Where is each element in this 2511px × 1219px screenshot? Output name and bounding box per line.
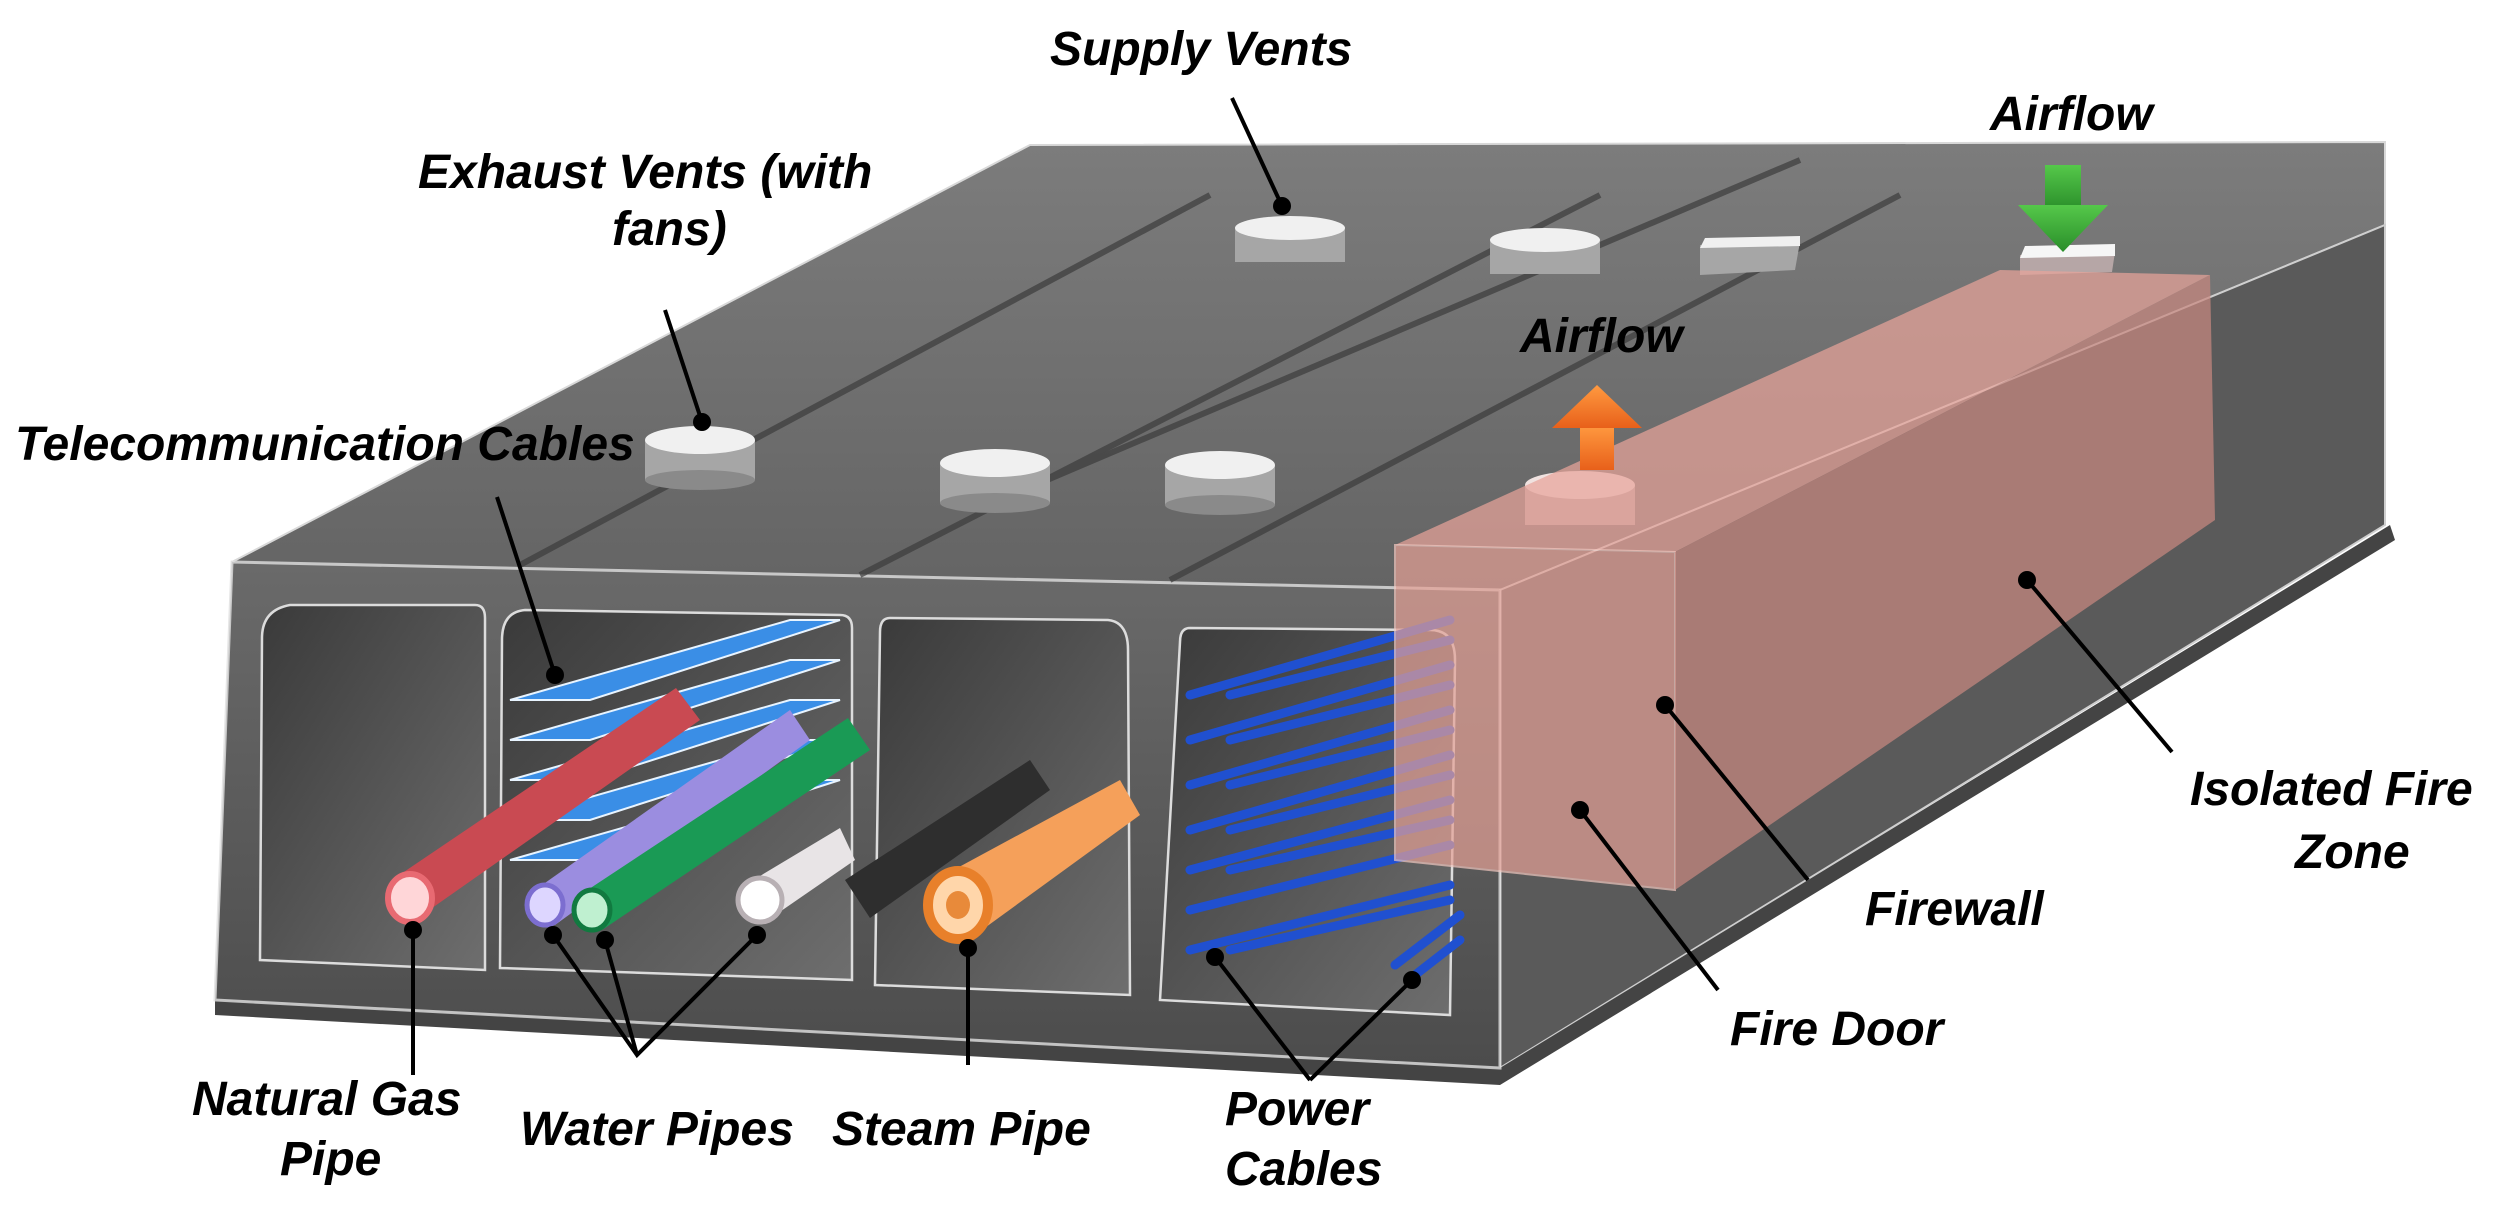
label-isolated-fire-zone-line2: Zone — [2293, 826, 2410, 879]
natural-gas-pipe — [385, 688, 700, 925]
label-supply-vents: Supply Vents — [1050, 23, 1352, 76]
label-natural-gas-pipe-line2: Pipe — [280, 1133, 381, 1186]
water-pipe-purple — [524, 710, 810, 928]
compartment-gas — [258, 603, 487, 972]
tunnel-base — [215, 525, 2395, 1085]
label-steam-pipe: Steam Pipe — [832, 1103, 1091, 1156]
dark-pipe — [845, 760, 1050, 918]
label-firewall: Firewall — [1865, 883, 2045, 936]
arrow-down-icon — [2018, 165, 2108, 252]
supply-vent-4 — [2020, 244, 2115, 275]
label-water-pipes: Water Pipes — [520, 1103, 794, 1156]
label-fire-door: Fire Door — [1730, 1003, 1946, 1056]
pipes — [385, 688, 1140, 944]
labels: Supply Vents Exhaust Vents (with fans) T… — [15, 23, 2473, 1196]
exhaust-vent-2 — [940, 449, 1050, 513]
leader-dots — [404, 197, 2036, 989]
isolated-fire-zone — [1394, 270, 2215, 892]
label-exhaust-vents-line1: Exhaust Vents (with — [418, 146, 872, 199]
label-power-cables-line1: Power — [1225, 1083, 1371, 1136]
label-power-cables-line2: Cables — [1225, 1143, 1382, 1196]
arrow-up-icon — [1552, 385, 1642, 470]
label-isolated-fire-zone-line1: Isolated Fire — [2190, 763, 2473, 816]
label-telecom-cables: Telecommunication Cables — [15, 418, 635, 471]
water-pipe-green — [571, 718, 870, 933]
exhaust-vent-3 — [1165, 451, 1275, 515]
supply-vent-1 — [1235, 216, 1345, 262]
fire-zone-front — [1394, 543, 1676, 892]
label-natural-gas-pipe-line1: Natural Gas — [192, 1073, 461, 1126]
label-airflow-in: Airflow — [1989, 88, 2155, 141]
label-airflow-out: Airflow — [1519, 310, 1685, 363]
leader-lines — [411, 97, 2174, 1082]
fire-zone-side — [1675, 275, 2215, 890]
exhaust-vent-1 — [645, 426, 755, 490]
water-pipe-white — [735, 828, 855, 925]
supply-vent-3 — [1700, 236, 1800, 275]
supply-vent-2 — [1490, 228, 1600, 274]
steam-pipe — [923, 780, 1140, 944]
fire-zone-top — [1395, 270, 2210, 552]
label-exhaust-vents-line2: fans) — [612, 203, 727, 256]
